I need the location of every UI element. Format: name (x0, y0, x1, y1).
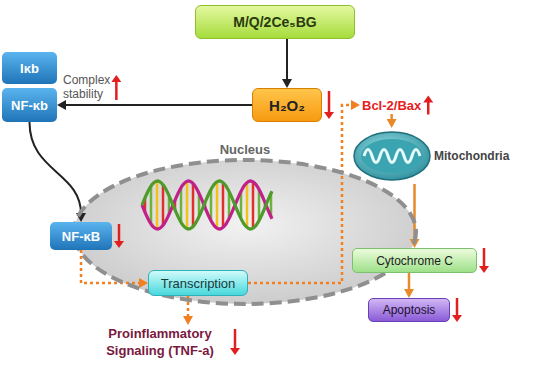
decrease-arrow (114, 224, 124, 248)
arrow-head (479, 266, 489, 273)
connector-line (248, 105, 352, 283)
node-label: Proinflammatory Signaling (TNF-a) (92, 325, 228, 359)
node-label: Cytochrome C (376, 254, 453, 268)
arrow-shaft (118, 224, 121, 242)
connector-line (81, 250, 140, 283)
connector-arrow (282, 39, 292, 88)
red-arrows (111, 75, 489, 355)
dna-rung (186, 181, 189, 228)
arrowhead (387, 119, 397, 128)
arrowhead (282, 79, 292, 88)
dna-rung (246, 183, 249, 228)
protein-box: NF-κB (50, 222, 112, 250)
arrow-head (324, 112, 334, 119)
arrow-shaft (115, 81, 118, 100)
nucleus-fill (74, 160, 416, 304)
connector-arrow (81, 250, 148, 288)
outcome-text: Proinflammatory Signaling (TNF-a) (92, 325, 228, 359)
nucleus-border (74, 160, 416, 304)
mitochondrion-inner (361, 139, 423, 173)
increase-arrow (423, 96, 433, 115)
connector-line (65, 104, 252, 106)
connector-line (30, 122, 82, 214)
decrease-arrow (230, 329, 240, 355)
node-label: Transcription (161, 276, 236, 291)
arrow-head (111, 75, 121, 82)
arrow-head (423, 96, 433, 103)
node-label: NF-κb (11, 98, 48, 113)
connector-arrow (248, 100, 360, 283)
node-label: Iκb (20, 61, 39, 76)
arrow-head (452, 315, 462, 322)
arrowhead (139, 278, 148, 288)
protein-box: Iκb (2, 52, 57, 84)
connector-line (286, 39, 288, 80)
organelle-node: Mitochondria (352, 128, 509, 184)
arrow-shaft (234, 329, 237, 349)
edge-label: Complex stability (63, 73, 127, 101)
dna-strand (142, 181, 272, 229)
node-label: Bcl-2/Bax (362, 98, 421, 113)
dna-rung (150, 186, 153, 224)
arrow-shaft (328, 91, 331, 113)
connector-arrow (404, 273, 414, 298)
node-label: NF-κB (62, 229, 100, 244)
decrease-arrow (452, 298, 462, 322)
arrow-shaft (483, 248, 486, 267)
arrow-head (230, 348, 240, 355)
decrease-arrow (324, 91, 334, 119)
dna-helix (142, 181, 272, 229)
protein-box: NF-κb (2, 88, 57, 122)
mitochondrion-icon (352, 128, 432, 184)
ratio-text: Bcl-2/Bax (360, 96, 423, 114)
connector-arrow (57, 100, 252, 110)
dna-rung (156, 181, 159, 229)
dna-rung (180, 188, 183, 223)
arrowhead (183, 316, 193, 325)
arrowhead (57, 100, 66, 110)
arrow-shaft (427, 102, 430, 115)
dna-strand (142, 181, 272, 229)
dna-rung (216, 182, 219, 228)
dna-rung (192, 184, 195, 227)
arrow-head (114, 241, 124, 248)
node-label: Mitochondria (434, 149, 509, 163)
process-box: Cytochrome C (352, 248, 477, 273)
arrowhead (404, 289, 414, 298)
dna-rung (162, 185, 165, 226)
dna-rung (222, 183, 225, 228)
arrowhead (351, 100, 360, 110)
node-label: Apoptosis (383, 303, 436, 317)
mitochondrion-outer (354, 132, 430, 180)
dna-rung (252, 182, 255, 228)
compound-box: M/Q/2Ce₅BG (195, 5, 355, 39)
increase-arrow (111, 75, 121, 100)
connector-arrow (30, 122, 87, 222)
connector-line (408, 273, 411, 290)
molecule-box: H₂O₂ (252, 88, 322, 122)
node-label: M/Q/2Ce₅BG (233, 14, 316, 30)
decrease-arrow (479, 248, 489, 273)
process-box: Apoptosis (368, 298, 450, 322)
node-label: H₂O₂ (269, 97, 305, 114)
connector-arrow (387, 114, 397, 128)
cristae (364, 150, 420, 163)
arrow-shaft (456, 298, 459, 316)
process-box: Transcription (148, 270, 248, 296)
